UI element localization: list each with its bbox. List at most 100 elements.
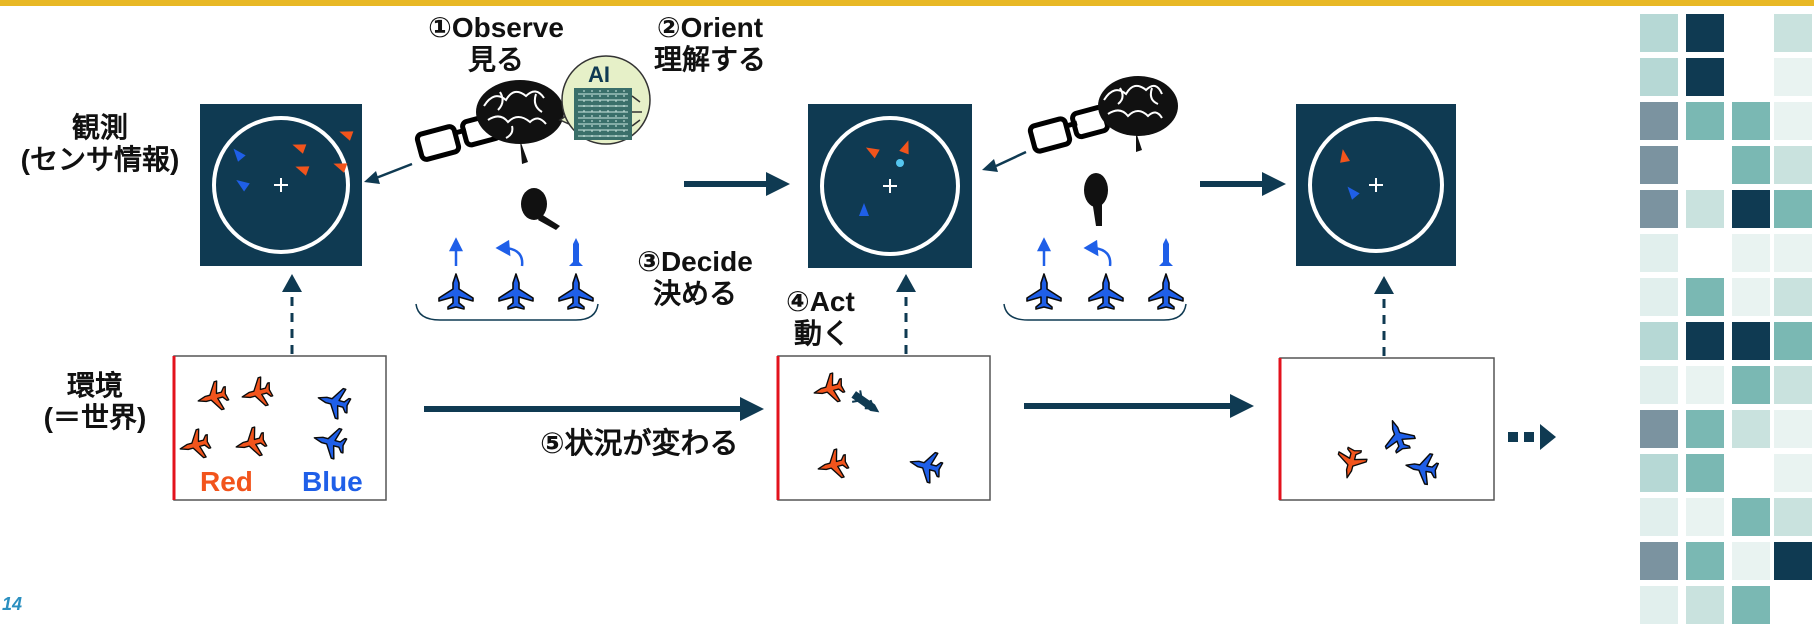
blue-jet: [558, 273, 594, 310]
mosaic-tile: [1732, 102, 1770, 140]
blue-jet: [1026, 273, 1062, 310]
step-change: ⑤状況が変わる: [540, 428, 739, 460]
mosaic-tile: [1640, 278, 1678, 316]
mosaic-tile: [1774, 366, 1812, 404]
mosaic-tile: [1732, 278, 1770, 316]
mosaic-tile: [1774, 454, 1812, 492]
mosaic-tile: [1732, 410, 1770, 448]
radar-screen-1: [200, 104, 362, 266]
step-orient-en: ②Orient: [656, 12, 764, 43]
mosaic-tile: [1774, 410, 1812, 448]
blue-jet: [1148, 273, 1184, 310]
step-orient-ja: 理解する: [653, 44, 766, 76]
mosaic-tile: [1732, 366, 1770, 404]
step-act-en: ④Act: [786, 286, 855, 317]
decision-options-2: [1003, 237, 1187, 321]
mosaic-tile: [1640, 234, 1678, 272]
mosaic-tile: [1640, 322, 1678, 360]
mosaic-tile: [1774, 498, 1812, 536]
pointing-hand-icon: [521, 188, 560, 230]
step-decide-ja: 決める: [652, 278, 737, 310]
mosaic-tile: [1686, 102, 1724, 140]
missile-icon: [569, 238, 583, 266]
environment-box-2: [776, 355, 991, 501]
mosaic-tile: [1640, 58, 1678, 96]
mosaic-tile: [1774, 102, 1812, 140]
mosaic-tile: [1640, 102, 1678, 140]
blue-jet: [438, 273, 474, 310]
ai-bubble: [558, 55, 651, 145]
step-orient: ②Orient 理解する: [630, 12, 790, 76]
flow-arrows: [424, 172, 1286, 421]
radar-screen-3: [1296, 104, 1456, 266]
turn-arrow-icon: [1083, 239, 1112, 267]
mosaic-tile: [1640, 190, 1678, 228]
mosaic-tile: [1774, 58, 1812, 96]
mosaic-tile: [1686, 190, 1724, 228]
mosaic-tile: [1774, 234, 1812, 272]
environment-box-3: [1278, 357, 1495, 501]
mosaic-tile: [1640, 542, 1678, 580]
forward-arrow-icon: [1036, 237, 1052, 266]
mosaic-tile: [1640, 454, 1678, 492]
continuation-dots: [1508, 424, 1556, 450]
environment-box-1: [172, 355, 387, 501]
step-act: ④Act 動く: [786, 286, 855, 350]
brain-icon: [1098, 76, 1178, 152]
agent-1: [364, 55, 651, 230]
mosaic-tile: [1774, 146, 1812, 184]
mosaic-tile: [1686, 58, 1724, 96]
mosaic-tile: [1640, 146, 1678, 184]
mosaic-tile: [1686, 322, 1724, 360]
brain-icon: [476, 80, 564, 164]
step-observe-en: ①Observe: [428, 12, 564, 43]
sensor-arrows: [282, 274, 1394, 356]
observation-label-2: (センサ情報): [20, 144, 180, 176]
mosaic-tile: [1732, 190, 1770, 228]
mosaic-tile: [1732, 542, 1770, 580]
mosaic-tile: [1774, 542, 1812, 580]
legend-red: Red: [200, 466, 253, 497]
mosaic-tile: [1640, 410, 1678, 448]
mosaic-tile: [1774, 14, 1812, 52]
pointing-hand-icon: [1084, 173, 1108, 226]
environment-label-2: (＝世界): [43, 402, 147, 434]
mosaic-tile: [1686, 454, 1724, 492]
mosaic-tile: [1640, 498, 1678, 536]
mosaic-tile: [1732, 234, 1770, 272]
top-rule: [0, 0, 1814, 6]
environment-label: 環境 (＝世界): [20, 370, 170, 434]
observation-label-1: 観測: [71, 112, 128, 143]
mosaic-tile: [1774, 322, 1812, 360]
mosaic-tile: [1686, 14, 1724, 52]
mosaic-tile: [1640, 366, 1678, 404]
step-observe-ja: 見る: [467, 44, 524, 76]
mosaic-tile: [1686, 498, 1724, 536]
mosaic-tile: [1686, 542, 1724, 580]
blue-jet: [1088, 273, 1124, 310]
mosaic-tile: [1686, 410, 1724, 448]
mosaic-tile: [1686, 366, 1724, 404]
mosaic-tile: [1686, 278, 1724, 316]
missile-blip: [896, 159, 904, 167]
turn-arrow-icon: [495, 239, 524, 267]
slide-number: 14: [2, 594, 23, 614]
forward-arrow-icon: [448, 237, 464, 266]
mosaic-tile: [1732, 322, 1770, 360]
step-decide: ③Decide 決める: [612, 246, 778, 310]
mosaic-tile: [1732, 146, 1770, 184]
agent-2: [982, 76, 1178, 226]
mosaic-tile: [1732, 498, 1770, 536]
environment-label-1: 環境: [66, 370, 123, 401]
blue-jet: [498, 273, 534, 310]
decision-options-1: [415, 237, 599, 321]
missile-icon: [1159, 238, 1173, 266]
missile: [851, 390, 880, 413]
observation-label: 観測 (センサ情報): [0, 112, 200, 176]
step-decide-en: ③Decide: [637, 246, 753, 277]
legend-blue: Blue: [302, 466, 363, 497]
mosaic-tile: [1774, 190, 1812, 228]
mosaic-tile: [1640, 14, 1678, 52]
